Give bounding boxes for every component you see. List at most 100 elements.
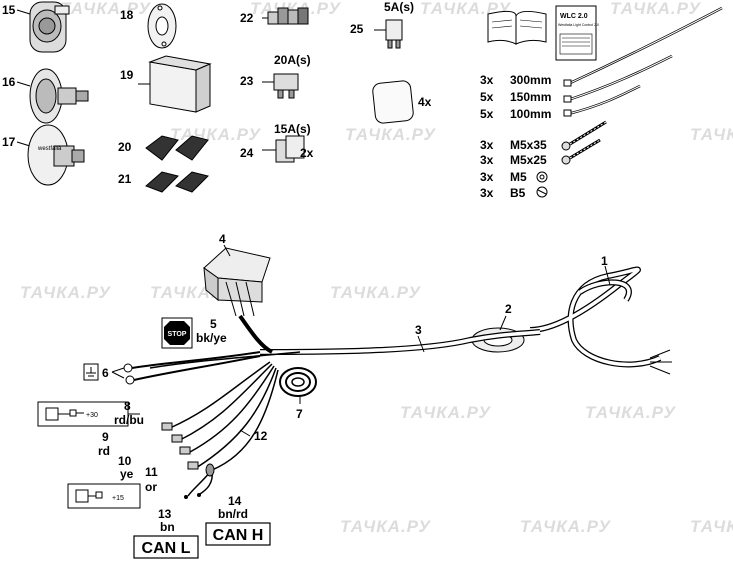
fuse-qty-2x: 2x [300, 146, 314, 160]
wire-color-11: or [145, 480, 157, 494]
hardware-name: M5x25 [510, 153, 547, 167]
fuse-rating-20a: 20A(s) [274, 53, 311, 67]
leader-line [239, 429, 251, 437]
hardware-qty: 3x [480, 138, 494, 152]
part-20-adhesive-pads-illustration [145, 135, 209, 161]
part-number-21: 21 [118, 172, 132, 186]
wire-color-13: bn [160, 520, 175, 534]
part-number-12: 12 [254, 429, 268, 443]
hardware-name: B5 [510, 186, 526, 200]
watermark: ТАЧКА.РУ [610, 0, 701, 18]
wlc-document-illustration: WLC 2.0 Westfalia Light Control 2.0 [555, 5, 599, 61]
leader-line [417, 335, 425, 353]
wire-color-9: rd [98, 444, 110, 458]
can-h-label-box: CAN H [205, 522, 271, 546]
ring-terminals-illustration [123, 351, 301, 385]
part-23-fuse-illustration [262, 73, 299, 99]
logo-mark: westfalia [37, 146, 62, 152]
part-21-adhesive-pads-illustration [145, 171, 209, 193]
hardware-name: M5x35 [510, 138, 547, 152]
ground-symbol-icon [83, 363, 99, 381]
part-number-18: 18 [120, 8, 134, 22]
part-24-fuse-illustration [262, 135, 305, 163]
part-number-7: 7 [296, 407, 303, 421]
watermark: ТАЧКА.РУ [520, 517, 611, 536]
part-19-control-module-illustration [138, 55, 212, 113]
wire-color-5: bk/ye [196, 331, 227, 345]
part-25-fuse-illustration [374, 19, 403, 49]
hardware-name: 300mm [510, 73, 551, 87]
adhesive-square-pad-illustration [372, 80, 414, 124]
part-number-2: 2 [505, 302, 512, 316]
watermark: ТАЧКА.РУ [690, 125, 733, 144]
hardware-qty: 5x [480, 90, 494, 104]
watermark: ТАЧКА.РУ [20, 283, 111, 302]
hardware-qty: 3x [480, 170, 494, 184]
plus30-label: +30 [86, 412, 98, 419]
hardware-name: M5 [510, 170, 527, 184]
watermark: ТАЧКА.РУ [60, 0, 151, 18]
part-number-8: 8 [124, 399, 131, 413]
screws-illustration [536, 120, 607, 198]
wire-color-10: ye [120, 467, 134, 481]
part-number-6: 6 [102, 366, 109, 380]
wire-coil-illustration [279, 367, 317, 397]
watermark: ТАЧКА.РУ [340, 517, 431, 536]
part-17-plate-illustration: westfalia [16, 124, 85, 186]
fuse-rating-5a: 5A(s) [384, 0, 414, 14]
hardware-name: 100mm [510, 107, 551, 121]
wlc-title: WLC 2.0 [560, 13, 588, 20]
watermark: ТАЧКА.РУ [690, 517, 733, 536]
watermark: ТАЧКА.РУ [330, 283, 421, 302]
hardware-list: 3x 300mm 5x 150mm 5x 100mm 3x M5x35 3x M… [480, 73, 551, 200]
part-number-4: 4 [219, 232, 226, 246]
part-number-22: 22 [240, 11, 254, 25]
coiled-cable-illustration [529, 266, 672, 375]
stop-sign-label: STOP [168, 331, 187, 338]
hardware-name: 150mm [510, 90, 551, 104]
part-16-socket-illustration [16, 68, 89, 124]
hardware-qty: 3x [480, 186, 494, 200]
stop-sign-icon: STOP [161, 317, 193, 349]
part-number-24: 24 [240, 146, 254, 160]
wire-terminals-illustration [161, 422, 215, 499]
part-number-5: 5 [210, 317, 217, 331]
wire-color-8: rd/bu [114, 413, 144, 427]
part-number-13: 13 [158, 507, 172, 521]
part-number-23: 23 [240, 74, 254, 88]
main-cable-illustration [259, 329, 541, 355]
plus15-label: +15 [112, 495, 124, 502]
part-number-3: 3 [415, 323, 422, 337]
hardware-qty: 5x [480, 107, 494, 121]
instruction-manual-book-icon [487, 10, 547, 45]
part-number-17: 17 [2, 135, 16, 149]
multi-pin-connector-illustration [203, 247, 274, 354]
leader-line [499, 315, 507, 331]
hardware-qty: 3x [480, 73, 494, 87]
part-22-fuse-holder-illustration [262, 7, 309, 25]
can-l-label: CAN L [142, 540, 191, 557]
part-number-11: 11 [145, 465, 158, 479]
watermark: ТАЧКА.РУ [345, 125, 436, 144]
part-number-20: 20 [118, 140, 132, 154]
part-number-15: 15 [2, 3, 16, 17]
watermark: ТАЧКА.РУ [585, 403, 676, 422]
cable-ties-illustration [563, 6, 723, 117]
wire-color-14: bn/rd [218, 507, 248, 521]
fuse-rating-15a: 15A(s) [274, 122, 311, 136]
part-number-25: 25 [350, 22, 364, 36]
hardware-qty: 3x [480, 153, 494, 167]
leader-line [223, 244, 231, 257]
part-number-10: 10 [118, 454, 132, 468]
part-18-gasket-illustration [147, 3, 177, 49]
can-l-label-box: CAN L [133, 535, 199, 559]
watermark: ТАЧКА.РУ [170, 125, 261, 144]
part-number-14: 14 [228, 494, 242, 508]
part-number-16: 16 [2, 75, 16, 89]
watermark: ТАЧКА.РУ [400, 403, 491, 422]
part-15-socket-illustration [16, 1, 70, 53]
ignition-plus15-symbol: +15 [67, 483, 141, 509]
can-h-label: CAN H [213, 527, 264, 544]
leader-line [604, 265, 611, 286]
